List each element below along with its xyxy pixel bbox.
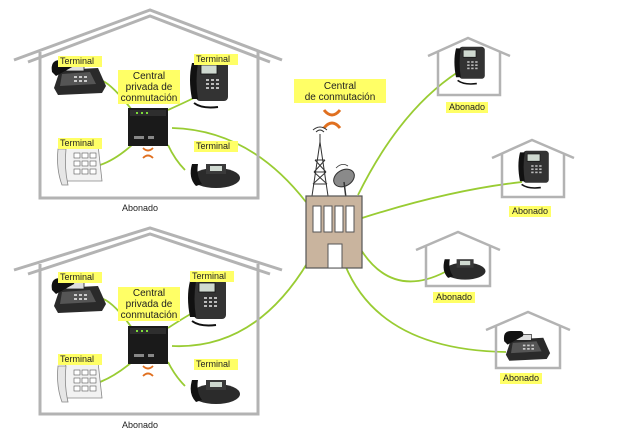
- line-sub-4: [344, 264, 507, 353]
- conference-phone-icon: [190, 380, 240, 404]
- line-sub-1: [357, 71, 459, 196]
- line-trunk-house2: [171, 261, 309, 348]
- pbx-label-line3: conmutación: [121, 93, 178, 104]
- line-trunk-house1: [171, 127, 307, 203]
- satellite-dish-icon: [333, 164, 355, 199]
- pbx-label-line2: privada de: [126, 82, 173, 93]
- exchange-switch-x-icon: [322, 109, 342, 129]
- exchange-label-line2: de conmutación: [305, 92, 376, 103]
- subscriber-label: Abonado: [512, 206, 548, 216]
- big-button-phone-icon: [57, 361, 103, 403]
- antenna-tower-icon: [311, 126, 329, 197]
- pbx-label-line2: privada de: [126, 299, 173, 310]
- subscriber-label: Abonado: [122, 203, 158, 213]
- terminal-label: Terminal: [192, 271, 226, 281]
- pbx-box-icon: [128, 326, 168, 364]
- desk-phone-icon: [51, 277, 107, 314]
- pbx-label-line1: Central: [133, 288, 165, 299]
- terminal-label: Terminal: [60, 56, 94, 66]
- terminal-label: Terminal: [196, 54, 230, 64]
- subscriber-label: Abonado: [436, 292, 472, 302]
- subscriber-label: Abonado: [449, 102, 485, 112]
- line-h1-phone-bl: [99, 144, 133, 166]
- tall-phone-icon: [189, 60, 229, 109]
- big-button-phone-icon: [57, 144, 103, 186]
- conference-phone-icon: [443, 259, 486, 280]
- terminal-label: Terminal: [60, 354, 94, 364]
- tall-phone-icon: [517, 150, 550, 189]
- central-exchange: Central de conmutación: [294, 79, 386, 269]
- house-outline: [13, 226, 283, 416]
- desk-phone-icon: [503, 330, 551, 362]
- line-sub-3: [357, 244, 446, 283]
- pbx-label-line1: Central: [133, 71, 165, 82]
- exchange-label-line1: Central: [324, 81, 356, 92]
- line-sub-2: [361, 181, 523, 219]
- exchange-building: [305, 195, 363, 269]
- line-h2-phone-br: [167, 361, 186, 387]
- private-switch-icon: [142, 365, 154, 377]
- house-outline: [13, 8, 283, 200]
- tall-phone-icon: [453, 46, 486, 85]
- pbx-box-icon: [128, 108, 168, 146]
- line-h2-phone-bl: [99, 361, 133, 383]
- house-small-2: Abonado: [491, 138, 575, 217]
- subscriber-label: Abonado: [503, 373, 539, 383]
- conference-phone-icon: [190, 164, 240, 188]
- terminal-label: Terminal: [196, 141, 230, 151]
- line-h1-phone-br: [167, 144, 186, 171]
- house-small-3: Abonado: [415, 230, 501, 303]
- house-large-top: Terminal Terminal Terminal Terminal Cent…: [13, 8, 283, 213]
- house-small-4: Abonado: [485, 310, 571, 384]
- house-small-1: Abonado: [427, 36, 511, 113]
- private-switch-icon: [142, 147, 154, 159]
- tall-phone-icon: [187, 278, 227, 327]
- terminal-label: Terminal: [60, 272, 94, 282]
- pbx-label-line3: conmutación: [121, 310, 178, 321]
- subscriber-label: Abonado: [122, 420, 158, 430]
- house-large-bottom: Terminal Terminal Terminal Terminal Cent…: [13, 226, 283, 430]
- terminal-label: Terminal: [60, 138, 94, 148]
- terminal-label: Terminal: [196, 359, 230, 369]
